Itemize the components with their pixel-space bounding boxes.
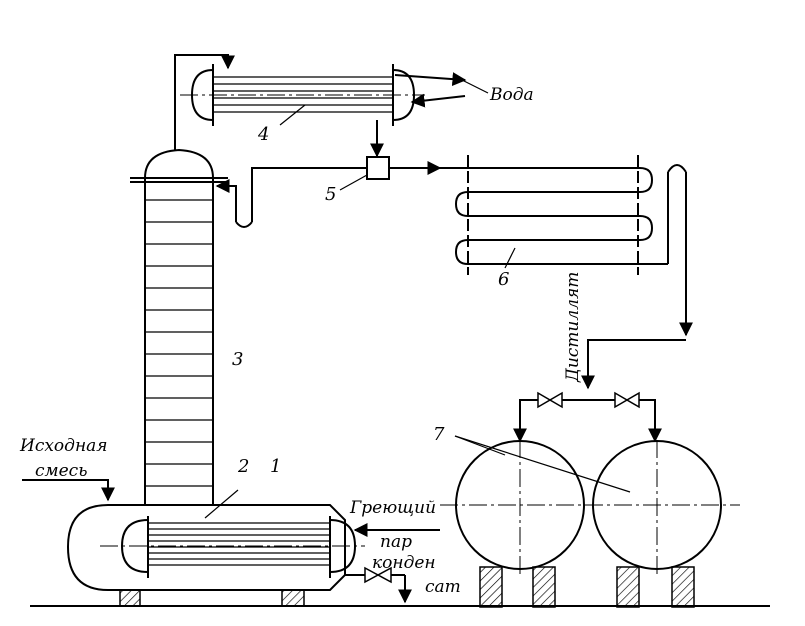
label-2: 2: [237, 456, 249, 477]
distillate-cooler: [440, 155, 668, 275]
label-6: 6: [498, 269, 509, 290]
distillate-main: [581, 339, 686, 390]
reflux-return: [215, 179, 237, 222]
feed-label-line2: смесь: [35, 461, 87, 481]
distillate-label: Дистиллят: [563, 272, 583, 383]
label-3: 3: [232, 349, 243, 370]
water-leader: [461, 79, 489, 94]
tank-valve-right: [614, 391, 640, 409]
heating-tube-bundle: [100, 489, 365, 578]
feed-inlet-pipe: [22, 479, 115, 502]
storage-tanks: [440, 435, 740, 608]
label-4: 4: [257, 124, 269, 145]
label-5: 5: [325, 184, 336, 205]
feed-label-line1: Исходная: [19, 436, 108, 456]
kettle-support-right: [281, 589, 305, 607]
tank-valve-left: [537, 391, 563, 409]
steam-label-line2: пар: [380, 532, 412, 552]
water-outlet: [394, 72, 467, 87]
riser-bend: [667, 164, 687, 173]
condensate-outlet: [345, 566, 412, 604]
label-7: 7: [433, 424, 445, 445]
kettle-support-left: [119, 589, 141, 607]
steam-label-line1: Греющий: [349, 498, 436, 518]
label-1: 1: [270, 456, 281, 477]
rectifying-column: [130, 148, 228, 505]
reflux-pipe: [251, 167, 367, 222]
tank-leader-2: [454, 435, 631, 493]
reflux-distributor: [366, 156, 390, 180]
water-inlet: [410, 93, 466, 108]
reflux-u-seal: [235, 221, 253, 228]
condenser: [180, 64, 425, 126]
condensate-label-line2: сат: [425, 577, 461, 597]
water-label: Вода: [489, 85, 534, 105]
vapor-line: [174, 54, 235, 150]
distributor-leader: [339, 174, 368, 191]
still-kettle: [66, 504, 346, 607]
condensate-label-line1: конден: [372, 553, 436, 573]
tank-header: [513, 391, 662, 443]
